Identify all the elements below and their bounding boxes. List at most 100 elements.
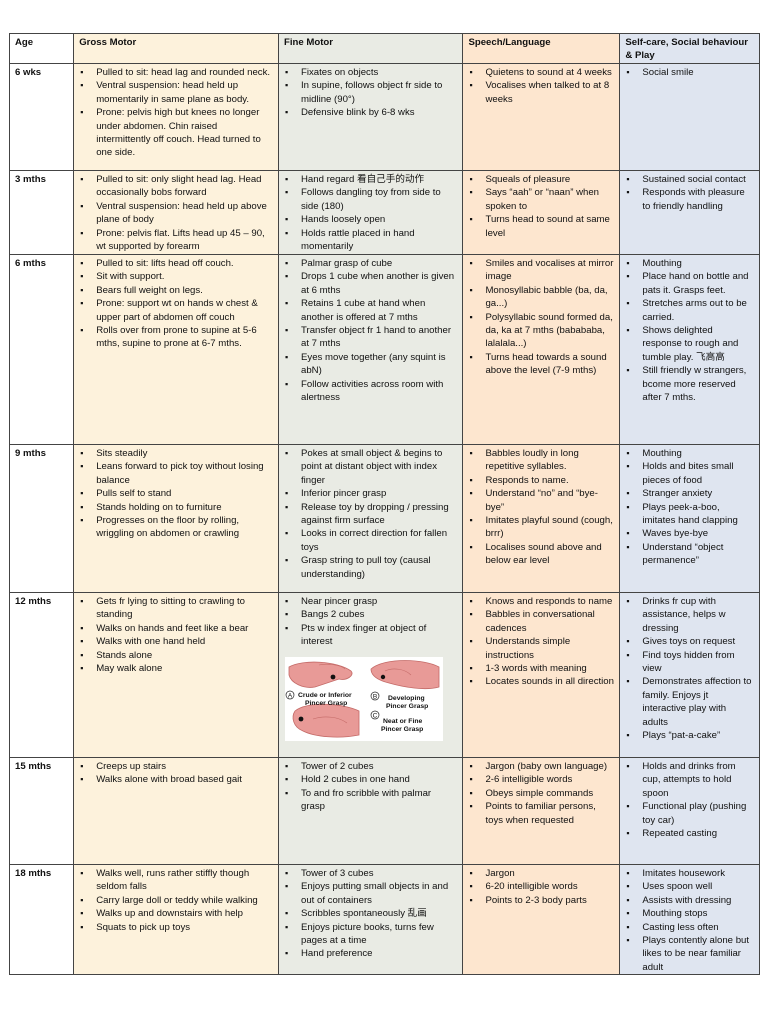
list-item: To and fro scribble with palmar grasp xyxy=(284,787,457,814)
age-label: 6 wks xyxy=(15,67,42,78)
self-care-list: Imitates houseworkUses spoon wellAssists… xyxy=(625,867,754,974)
self-care-cell: Social smile xyxy=(619,63,760,171)
self-care-cell: MouthingPlace hand on bottle and pats it… xyxy=(619,254,760,445)
list-item: Uses spoon well xyxy=(625,880,754,894)
list-item: Bears full weight on legs. xyxy=(79,284,273,298)
self-care-list: MouthingPlace hand on bottle and pats it… xyxy=(625,257,754,404)
age-label: 6 mths xyxy=(15,258,46,269)
fine-motor-cell: Pokes at small object & begins to point … xyxy=(277,444,464,593)
list-item: Obeys simple commands xyxy=(468,787,614,801)
gross-motor-cell: Pulled to sit: head lag and rounded neck… xyxy=(73,63,279,171)
list-item: Creeps up stairs xyxy=(79,760,273,774)
list-item: Pulled to sit: head lag and rounded neck… xyxy=(79,66,273,80)
list-item: Plays “pat-a-cake” xyxy=(625,729,754,743)
list-item: Hand preference xyxy=(284,947,457,961)
list-item: Stands alone xyxy=(79,649,273,663)
age-cell: 18 mths xyxy=(8,863,75,976)
speech-language-cell: Smiles and vocalises at mirror imageMono… xyxy=(462,254,621,445)
hand-c-illustration xyxy=(292,703,360,738)
list-item: Follow activities across room with alert… xyxy=(284,378,457,405)
fine-motor-list: Tower of 3 cubesEnjoys putting small obj… xyxy=(284,867,457,961)
gross-motor-cell: Pulled to sit: lifts head off couch.Sit … xyxy=(73,254,279,445)
list-item: Quietens to sound at 4 weeks xyxy=(468,66,614,80)
list-item: Squeals of pleasure xyxy=(468,173,614,187)
fine-motor-cell: Palmar grasp of cubeDrops 1 cube when an… xyxy=(277,254,464,445)
list-item: Drinks fr cup with assistance, helps w d… xyxy=(625,595,754,635)
list-item: Prone: support wt on hands w chest & upp… xyxy=(79,297,273,324)
list-item: Walks up and downstairs with help xyxy=(79,907,273,921)
self-care-list: Sustained social contactResponds with pl… xyxy=(625,173,754,213)
list-item: Plays peek-a-boo, imitates hand clapping xyxy=(625,501,754,528)
fine-motor-list: Pokes at small object & begins to point … xyxy=(284,447,457,581)
speech-language-cell: Quietens to sound at 4 weeksVocalises wh… xyxy=(462,63,621,171)
list-item: Stranger anxiety xyxy=(625,487,754,501)
list-item: Walks well, runs rather stiffly though s… xyxy=(79,867,273,894)
list-item: Fixates on objects xyxy=(284,66,457,80)
list-item: Waves bye-bye xyxy=(625,527,754,541)
gross-motor-cell: Sits steadilyLeans forward to pick toy w… xyxy=(73,444,279,593)
self-care-list: Holds and drinks from cup, attempts to h… xyxy=(625,760,754,841)
list-item: Enjoys picture books, turns few pages at… xyxy=(284,921,457,948)
list-item: Smiles and vocalises at mirror image xyxy=(468,257,614,284)
self-care-list: Drinks fr cup with assistance, helps w d… xyxy=(625,595,754,743)
development-milestones-table: Age Gross Motor Fine Motor Speech/Langua… xyxy=(8,33,760,976)
age-label: 3 mths xyxy=(15,174,46,185)
list-item: Release toy by dropping / pressing again… xyxy=(284,501,457,528)
label-b-line2: Pincer Grasp xyxy=(386,703,428,710)
table-row: 3 mths Pulled to sit: only slight head l… xyxy=(8,170,760,255)
gross-motor-cell: Pulled to sit: only slight head lag. Hea… xyxy=(73,170,279,255)
list-item: Jargon xyxy=(468,867,614,881)
list-item: Vocalises when talked to at 8 weeks xyxy=(468,79,614,106)
list-item: Mouthing xyxy=(625,257,754,271)
list-item: Turns head towards a sound above the lev… xyxy=(468,351,614,378)
self-care-list: Social smile xyxy=(625,66,754,80)
fine-motor-cell: Tower of 2 cubesHold 2 cubes in one hand… xyxy=(277,757,464,865)
gross-motor-cell: Creeps up stairsWalks alone with broad b… xyxy=(73,757,279,865)
gross-motor-list: Gets fr lying to sitting to crawling to … xyxy=(79,595,273,676)
list-item: Sits steadily xyxy=(79,447,273,461)
list-item: Locates sounds in all direction xyxy=(468,675,614,689)
list-item: 1-3 words with meaning xyxy=(468,662,614,676)
speech-language-list: Quietens to sound at 4 weeksVocalises wh… xyxy=(468,66,614,106)
speech-language-cell: Jargon (baby own language)2-6 intelligib… xyxy=(462,757,621,865)
list-item: Bangs 2 cubes xyxy=(284,608,457,622)
list-item: Babbles loudly in long repetitive syllab… xyxy=(468,447,614,474)
table-row: 15 mths Creeps up stairsWalks alone with… xyxy=(8,757,760,865)
list-item: Shows delighted response to rough and tu… xyxy=(625,324,754,364)
speech-language-cell: Babbles loudly in long repetitive syllab… xyxy=(462,444,621,593)
list-item: Eyes move together (any squint is abN) xyxy=(284,351,457,378)
marker-c-circle xyxy=(370,710,380,719)
self-care-cell: Drinks fr cup with assistance, helps w d… xyxy=(619,592,760,758)
header-speech-language: Speech/Language xyxy=(462,33,621,64)
fine-motor-list: Near pincer graspBangs 2 cubesPts w inde… xyxy=(284,595,457,649)
list-item: Transfer object fr 1 hand to another at … xyxy=(284,324,457,351)
list-item: Palmar grasp of cube xyxy=(284,257,457,271)
list-item: Casting less often xyxy=(625,921,754,935)
age-cell: 9 mths xyxy=(8,444,75,593)
list-item: Retains 1 cube at hand when another is o… xyxy=(284,297,457,324)
list-item: Pts w index finger at object of interest xyxy=(284,622,457,649)
list-item: Pulled to sit: only slight head lag. Hea… xyxy=(79,173,273,200)
list-item: Assists with dressing xyxy=(625,894,754,908)
speech-language-cell: Squeals of pleasureSays “aah” or “naan” … xyxy=(462,170,621,255)
fine-motor-list: Tower of 2 cubesHold 2 cubes in one hand… xyxy=(284,760,457,814)
fine-motor-cell: Tower of 3 cubesEnjoys putting small obj… xyxy=(277,863,464,976)
speech-language-cell: Knows and responds to nameBabbles in con… xyxy=(462,592,621,758)
list-item: Pokes at small object & begins to point … xyxy=(284,447,457,487)
list-item: Follows dangling toy from side to side (… xyxy=(284,186,457,213)
list-item: Ventral suspension: head held up above p… xyxy=(79,200,273,227)
table-row: 9 mths Sits steadilyLeans forward to pic… xyxy=(8,444,760,593)
list-item: Sit with support. xyxy=(79,270,273,284)
age-label: 15 mths xyxy=(15,761,52,772)
label-c-line2: Pincer Grasp xyxy=(381,726,423,733)
fine-motor-cell: Hand regard 看自己手的动作Follows dangling toy … xyxy=(277,170,464,255)
list-item: Leans forward to pick toy without losing… xyxy=(79,460,273,487)
list-item: Walks alone with broad based gait xyxy=(79,773,273,787)
list-item: Hand regard 看自己手的动作 xyxy=(284,173,457,187)
age-cell: 15 mths xyxy=(8,757,75,865)
label-a-line1: Crude or Inferior xyxy=(298,692,352,699)
hand-b-illustration xyxy=(370,659,440,689)
list-item: Points to familiar persons, toys when re… xyxy=(468,800,614,827)
label-b-line1: Developing xyxy=(388,695,425,702)
list-item: Responds to name. xyxy=(468,474,614,488)
